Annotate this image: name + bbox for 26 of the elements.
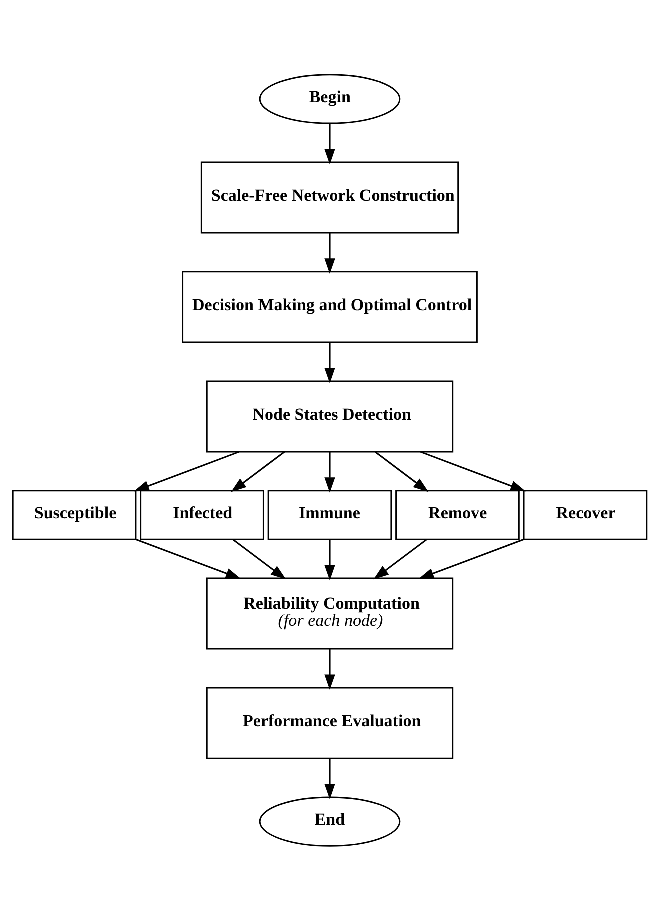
arrow — [418, 538, 524, 579]
arrow — [324, 123, 336, 164]
node-box: Remove — [396, 490, 520, 540]
node-box: Performance Evaluation — [206, 686, 454, 759]
arrow — [374, 450, 429, 492]
node-box: Node States Detection — [206, 380, 454, 452]
node-box: Decision Making and Optimal Control — [182, 270, 478, 343]
arrow — [420, 450, 526, 492]
arrow — [324, 452, 336, 492]
node-box: Recover — [523, 490, 648, 540]
arrow — [324, 232, 336, 274]
node-ellipse: End — [259, 796, 401, 846]
node-box: Immune — [268, 490, 392, 540]
arrow — [374, 538, 428, 580]
arrow — [324, 758, 336, 799]
node-box: Reliability Computation (for each node) — [206, 577, 454, 650]
node-box: Scale-Free Network Construction — [200, 161, 460, 234]
node-ellipse: Begin — [259, 74, 401, 124]
arrow — [136, 538, 242, 579]
arrow — [232, 538, 286, 580]
arrow — [324, 539, 336, 580]
arrow — [324, 342, 336, 383]
node-box: Susceptible — [12, 490, 137, 540]
arrow — [231, 450, 286, 492]
node-box: Infected — [140, 490, 264, 540]
arrow — [324, 648, 336, 690]
